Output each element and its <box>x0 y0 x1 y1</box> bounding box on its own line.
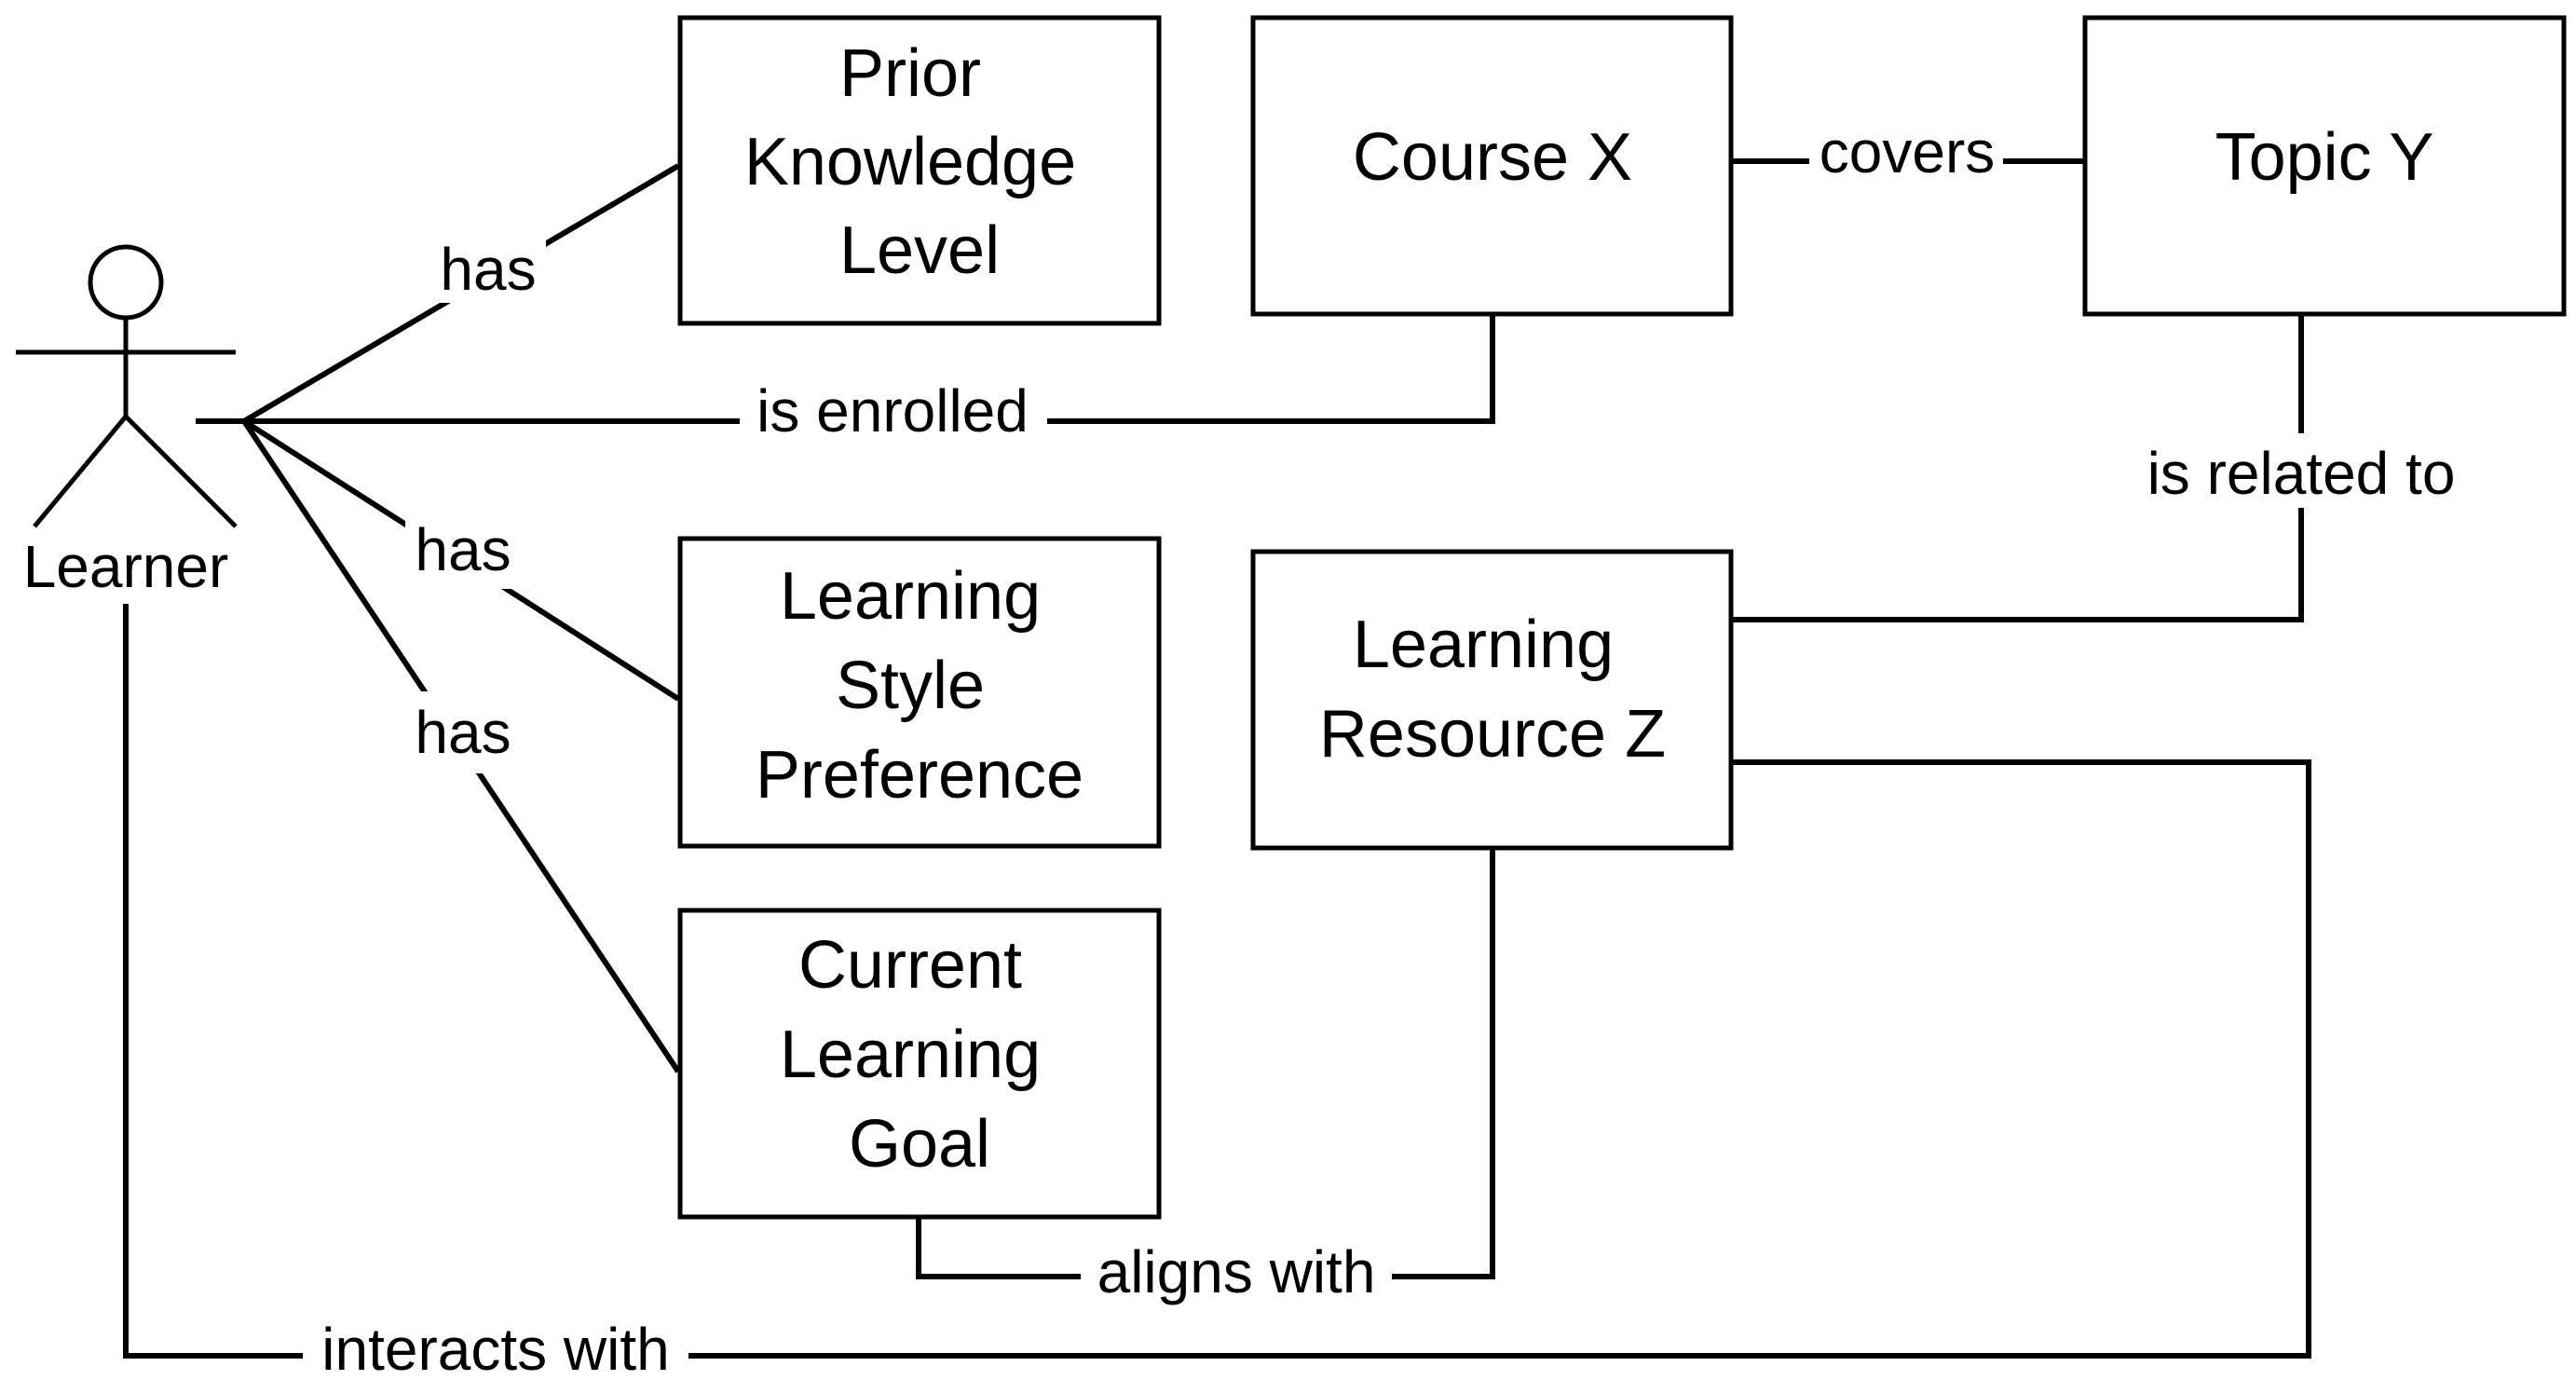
node-text-line: Preference <box>756 738 1084 813</box>
node-text-line: Style <box>836 649 985 723</box>
edge-line-is-related-to <box>1731 314 2304 622</box>
edge-label-has-learning-style: has <box>415 516 511 583</box>
edge-label-interacts-with: interacts with <box>321 1316 669 1380</box>
edge-label-aligns-with: aligns with <box>1097 1238 1376 1305</box>
node-text-line: Resource Z <box>1319 697 1666 772</box>
node-text-line: Course X <box>1353 120 1632 195</box>
node-text-line: Topic Y <box>2215 120 2434 195</box>
node-current-learning-goal: Current Learning Goal <box>677 908 1162 1220</box>
node-text-line: Knowledge <box>744 125 1076 199</box>
edge-labels: has is enrolled has has covers is relate… <box>303 118 2480 1380</box>
edge-label-covers: covers <box>1820 118 1996 185</box>
actor-left-leg <box>33 415 128 528</box>
svg-text:Prior Knowledge Le: Prior Knowledge Level <box>744 36 1095 288</box>
edge-label-has-prior-knowledge: has <box>440 236 536 303</box>
edge-line-interacts-with <box>123 604 2311 1359</box>
actor-label: Learner <box>23 533 229 600</box>
svg-text:Topic Y: Topic Y <box>2215 120 2434 195</box>
svg-text:Learning Resource Z: Learning Resource Z <box>1319 608 1666 772</box>
node-learning-style-preference: Learning Style Preference <box>677 536 1162 849</box>
node-text-line: Current <box>798 928 1022 1003</box>
edge-label-is-related-to: is related to <box>2147 440 2456 507</box>
node-learning-resource-z: Learning Resource Z <box>1250 549 1734 851</box>
learner-actor: Learner <box>16 244 238 600</box>
node-text-line: Goal <box>849 1107 990 1182</box>
edge-label-has-learning-goal: has <box>415 699 511 766</box>
svg-text:Learning Style Pre: Learning Style Preference <box>756 559 1084 813</box>
node-text-line: Level <box>839 213 1000 288</box>
node-text-line: Learning <box>1353 608 1614 682</box>
svg-text:Current Learning G: Current Learning Goal <box>780 928 1059 1182</box>
actor-head <box>88 244 164 321</box>
node-text-line: Learning <box>780 559 1041 634</box>
edge-line-is-enrolled <box>196 314 1495 424</box>
actor-right-leg <box>124 415 238 528</box>
node-prior-knowledge-level: Prior Knowledge Level <box>677 15 1162 326</box>
node-text-line: Learning <box>780 1018 1041 1092</box>
node-topic-y: Topic Y <box>2082 15 2567 317</box>
node-text-line: Prior <box>839 36 981 111</box>
edge-label-is-enrolled: is enrolled <box>756 377 1029 444</box>
svg-text:Course X: Course X <box>1353 120 1632 195</box>
node-course-x: Course X <box>1250 15 1734 317</box>
